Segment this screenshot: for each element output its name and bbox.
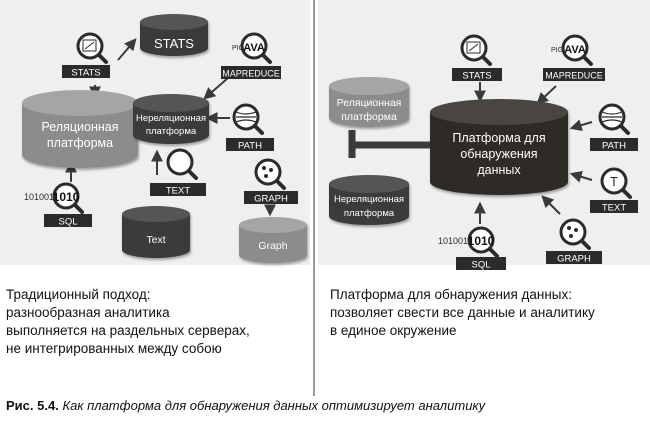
- mapreduce-tag: MAPREDUCE: [222, 69, 280, 79]
- r-java-text: AVA: [564, 44, 586, 56]
- binary-big: 1010: [53, 190, 80, 204]
- r-graph-tag: GRAPH: [557, 254, 591, 265]
- figure-caption: Рис. 5.4. Как платформа для обнаружения …: [6, 398, 485, 413]
- relational-label-1: Реляционная: [41, 120, 118, 134]
- r-nonrel-label-2: платформа: [344, 208, 395, 219]
- binary-small: 101001: [24, 192, 54, 202]
- arrow-r-text: [569, 171, 593, 183]
- r-sql-magnifier-icon: [467, 226, 499, 258]
- discovery-label-1: Платформа для: [452, 131, 545, 145]
- pig-java-magnifier-icon: [240, 32, 272, 64]
- r-stats-tag: STATS: [462, 71, 491, 82]
- r-pig-java-magnifier-icon: [561, 34, 593, 66]
- r-mapreduce-tag: MAPREDUCE: [545, 71, 603, 81]
- r-nonrel-label-1: Нереляционная: [334, 194, 404, 205]
- arrow-stats: [117, 38, 137, 61]
- left-caption-line: Традиционный подход:: [6, 287, 151, 302]
- left-caption-line: не интегрированных между собою: [6, 341, 222, 356]
- discovery-platform-db: [430, 99, 568, 195]
- pig-text: PIG: [232, 45, 244, 52]
- stats-db: [140, 14, 208, 56]
- nonrelational-db: [133, 94, 209, 144]
- arrow-r-path: [569, 119, 593, 131]
- text-db: [122, 206, 190, 258]
- text-db-label: Text: [146, 234, 165, 246]
- sql-tag: SQL: [58, 217, 77, 228]
- r-relational-label-1: Реляционная: [337, 97, 402, 109]
- text-tag: TEXT: [166, 186, 190, 197]
- right-caption-line: в единое окружение: [330, 323, 457, 338]
- path-magnifier-icon: [232, 103, 264, 135]
- r-text-glyph: T: [610, 174, 618, 189]
- stats-tag: STATS: [71, 68, 100, 79]
- arrow-r-mapreduce: [536, 85, 557, 105]
- r-text-magnifier-icon: [600, 167, 632, 199]
- relational-db: [22, 90, 138, 168]
- left-diagram: STATS STATS Реляционная платформа Нереля…: [22, 14, 307, 263]
- arrow-r-graph: [541, 195, 561, 215]
- java-text: AVA: [243, 42, 265, 54]
- right-caption-line: позволяет свести все данные и аналитику: [330, 305, 595, 320]
- graph-db-label: Graph: [258, 240, 287, 252]
- relational-label-2: платформа: [47, 136, 113, 150]
- r-pig-text: PIG: [551, 47, 563, 54]
- figure-title: Как платформа для обнаружения данных опт…: [62, 398, 486, 413]
- r-path-tag: PATH: [602, 141, 626, 152]
- r-binary-big: 1010: [468, 234, 495, 248]
- stats-db-label: STATS: [154, 36, 194, 51]
- left-caption-line: выполняется на раздельных серверах,: [6, 323, 250, 338]
- figure-number: Рис. 5.4.: [6, 398, 59, 413]
- r-relational-label-2: платформа: [341, 111, 397, 123]
- sql-magnifier-icon: [52, 182, 84, 214]
- discovery-label-3: данных: [477, 163, 521, 177]
- graph-db: [239, 217, 307, 263]
- right-diagram: Реляционная платформа Нереляционная плат…: [329, 34, 638, 271]
- right-caption: Платформа для обнаружения данных: позвол…: [330, 286, 595, 340]
- r-nonrelational-db: [329, 175, 409, 225]
- left-caption: Традиционный подход: разнообразная анали…: [6, 286, 250, 358]
- right-caption-line: Платформа для обнаружения данных:: [330, 287, 573, 302]
- r-path-magnifier-icon: [598, 103, 630, 135]
- stats-magnifier-icon: [76, 32, 108, 64]
- r-relational-db: [329, 77, 409, 127]
- arrow-mapreduce: [203, 77, 229, 100]
- discovery-label-2: обнаружения: [460, 147, 537, 161]
- nonrel-label-1: Нереляционная: [136, 113, 206, 124]
- r-graph-magnifier-icon: [559, 218, 591, 250]
- r-stats-magnifier-icon: [460, 34, 492, 66]
- r-sql-tag: SQL: [471, 260, 490, 271]
- graph-magnifier-icon: [254, 158, 286, 190]
- graph-tag: GRAPH: [254, 194, 288, 205]
- r-text-tag: TEXT: [602, 203, 626, 214]
- nonrel-label-2: платформа: [146, 126, 197, 137]
- left-caption-line: разнообразная аналитика: [6, 305, 170, 320]
- path-tag: PATH: [238, 141, 262, 152]
- r-binary-small: 101001: [438, 236, 468, 246]
- text-magnifier-icon: [166, 148, 198, 180]
